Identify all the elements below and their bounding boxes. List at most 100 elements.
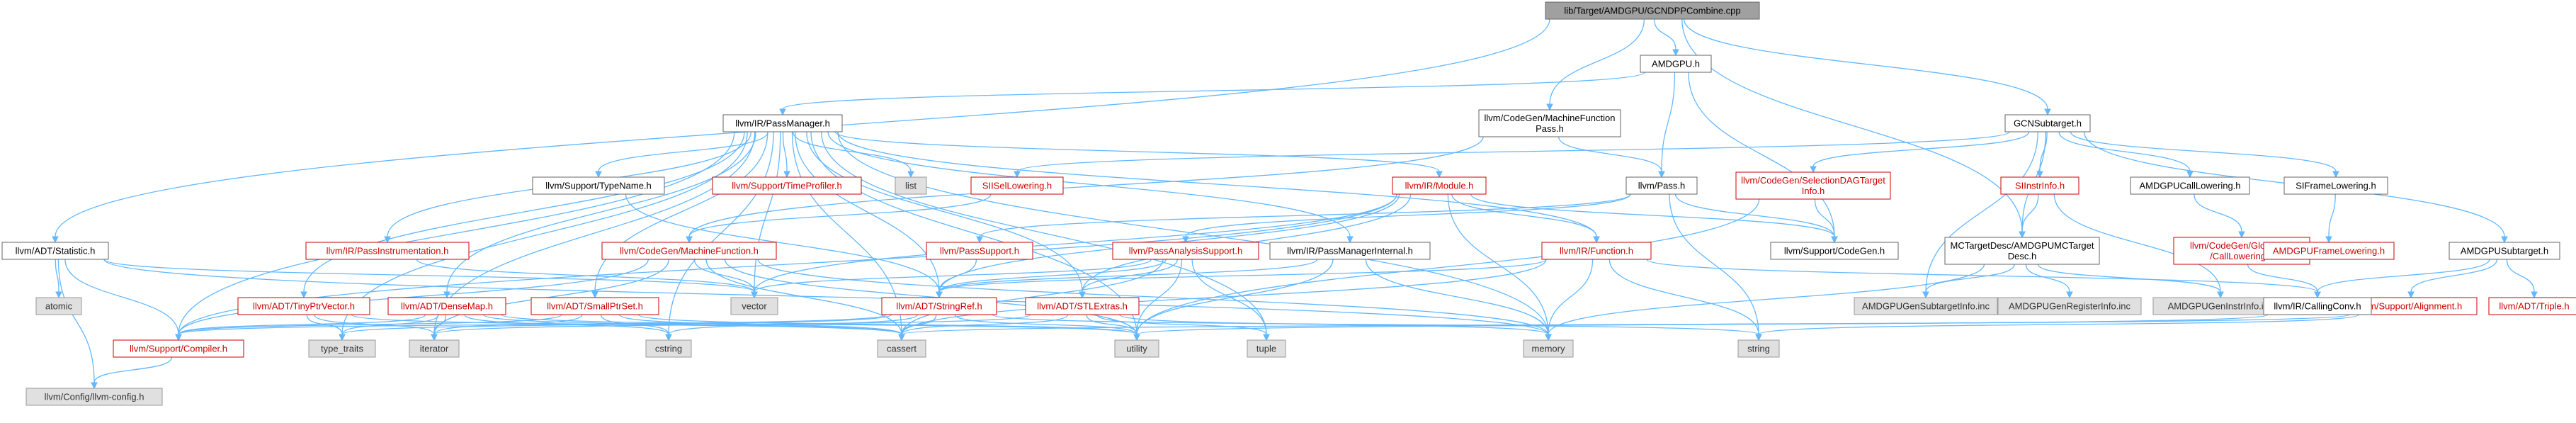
edge-line (93, 356, 173, 383)
node-statistic[interactable]: llvm/ADT/Statistic.h (1, 242, 109, 260)
edge-line (64, 259, 179, 335)
edge-line (837, 131, 1549, 335)
edge-line (433, 131, 756, 335)
node-box (1545, 1, 1760, 20)
node-amdgpugensubtargetinfo: AMDGPUGenSubtargetInfo.inc (1854, 297, 1998, 315)
node-label: llvm/Support/TypeName.h (545, 181, 652, 191)
edge-arrowhead (783, 171, 790, 179)
node-supportcompiler[interactable]: llvm/Support/Compiler.h (113, 339, 244, 358)
node-label: Pass.h (1536, 123, 1564, 134)
node-stringref[interactable]: llvm/ADT/StringRef.h (881, 297, 997, 315)
edge-line (178, 314, 426, 335)
edge-line (1925, 264, 2015, 293)
node-gcnsubtarget[interactable]: GCNSubtarget.h (2004, 114, 2091, 132)
node-root[interactable]: lib/Target/AMDGPU/GCNDPPCombine.cpp (1545, 1, 1760, 20)
node-box (1770, 242, 1899, 260)
node-string: string (1737, 339, 1780, 358)
node-siframelowering[interactable]: SIFrameLowering.h (2283, 176, 2388, 195)
node-label: AMDGPUSubtarget.h (2461, 246, 2548, 256)
edge-line (938, 259, 1547, 293)
node-adttriple[interactable]: llvm/ADT/Triple.h (2488, 297, 2576, 315)
node-amdgpu_h[interactable]: AMDGPU.h (1640, 55, 1712, 73)
node-box (1, 242, 109, 260)
node-label: /CallLowering.h (2210, 251, 2274, 261)
node-cg_mf[interactable]: llvm/CodeGen/MachineFunction.h (601, 242, 777, 260)
node-passmanager[interactable]: llvm/IR/PassManager.h (722, 114, 843, 132)
edge-line (1185, 193, 1631, 237)
node-passsupport[interactable]: llvm/PassSupport.h (926, 242, 1033, 260)
node-llvmconfig: llvm/Config/llvm-config.h (25, 388, 163, 406)
edge-line (992, 314, 1759, 335)
edge-irmodule-to-supportcodegen (1470, 193, 1838, 244)
node-label: Desc.h (2008, 251, 2036, 261)
node-box (926, 242, 1033, 260)
edge-arrowhead (1658, 171, 1665, 179)
node-box (601, 242, 777, 260)
edge-line (1925, 131, 2038, 293)
edge-line (1683, 18, 2048, 110)
edge-line (2039, 131, 2048, 172)
node-typename[interactable]: llvm/Support/TypeName.h (532, 176, 665, 195)
edge-line (2021, 193, 2039, 232)
node-list: list (895, 176, 927, 195)
edge-siinstrinfo-to-mctargetdesc (2019, 193, 2039, 239)
node-label: llvm/ADT/StringRef.h (896, 301, 982, 312)
node-densemap[interactable]: llvm/ADT/DenseMap.h (387, 297, 506, 315)
node-timeprofiler[interactable]: llvm/Support/TimeProfiler.h (712, 176, 862, 195)
node-amdgpucalllowering[interactable]: AMDGPUCallLowering.h (2130, 176, 2250, 195)
node-label: llvm/CodeGen/MachineFunction (1485, 113, 1616, 123)
node-box (895, 176, 927, 195)
edge-line (901, 314, 1069, 335)
node-box (877, 339, 926, 358)
node-supportcodegen[interactable]: llvm/Support/CodeGen.h (1770, 242, 1899, 260)
edge-line (1661, 72, 1676, 172)
node-box (1112, 242, 1259, 260)
node-box (532, 176, 665, 195)
edge-amdgpusubtarget-to-callingconv (2314, 259, 2490, 299)
node-amdgpuframelowering[interactable]: AMDGPUFrameLowering.h (2263, 242, 2395, 260)
node-passmanagerinternal[interactable]: llvm/IR/PassManagerInternal.h (1269, 242, 1431, 260)
edge-supportalignment-to-string (1755, 314, 2359, 342)
node-label: llvm/PassSupport.h (940, 246, 1019, 256)
edge-stlextras-to-iterator (431, 314, 1031, 342)
edge-arrowhead (2531, 291, 2538, 299)
node-smallptrset[interactable]: llvm/ADT/SmallPtrSet.h (530, 297, 659, 315)
edge-line (1812, 131, 2030, 167)
node-passanalysissupport[interactable]: llvm/PassAnalysisSupport.h (1112, 242, 1259, 260)
node-label: tuple (1256, 344, 1276, 354)
edge-arrowhead (1133, 334, 1140, 342)
edge-siisellowering-to-cg_mf (686, 193, 992, 244)
node-callingconv[interactable]: llvm/IR/CallingConv.h (2263, 297, 2372, 315)
node-box (2004, 114, 2091, 132)
node-tinyptrvector[interactable]: llvm/ADT/TinyPtrVector.h (237, 297, 370, 315)
node-irfunction[interactable]: llvm/IR/Function.h (1541, 242, 1652, 260)
edge-arrowhead (1831, 236, 1838, 244)
edge-line (810, 131, 1137, 335)
node-stlextras[interactable]: llvm/ADT/STLExtras.h (1025, 297, 1140, 315)
node-label: utility (1126, 344, 1147, 354)
edge-globalisel-to-callingconv (2247, 264, 2321, 299)
node-amdgpusubtarget[interactable]: AMDGPUSubtarget.h (2449, 242, 2560, 260)
node-box (2263, 297, 2372, 315)
edge-arrowhead (1672, 49, 1679, 57)
node-iterator: iterator (409, 339, 460, 358)
node-box (722, 114, 843, 132)
edge-line (446, 131, 756, 293)
node-irmodule[interactable]: llvm/IR/Module.h (1392, 176, 1487, 195)
edge-arrowhead (1755, 334, 1762, 342)
node-label: llvm/ADT/Statistic.h (16, 246, 96, 256)
node-label: llvm/Pass.h (1638, 181, 1685, 191)
edge-arrowhead (2407, 291, 2415, 299)
node-siinstrinfo[interactable]: SIInstrInfo.h (2000, 176, 2079, 195)
edge-line (782, 131, 788, 172)
node-passinstr[interactable]: llvm/IR/PassInstrumentation.h (305, 242, 470, 260)
node-label: SIFrameLowering.h (2296, 181, 2376, 191)
edge-line (103, 259, 755, 293)
node-siisellowering[interactable]: SIISelLowering.h (970, 176, 1064, 195)
node-pass_h[interactable]: llvm/Pass.h (1625, 176, 1698, 195)
edge-line (1118, 314, 1549, 335)
edge-pass_h-to-passsupport (976, 193, 1631, 244)
